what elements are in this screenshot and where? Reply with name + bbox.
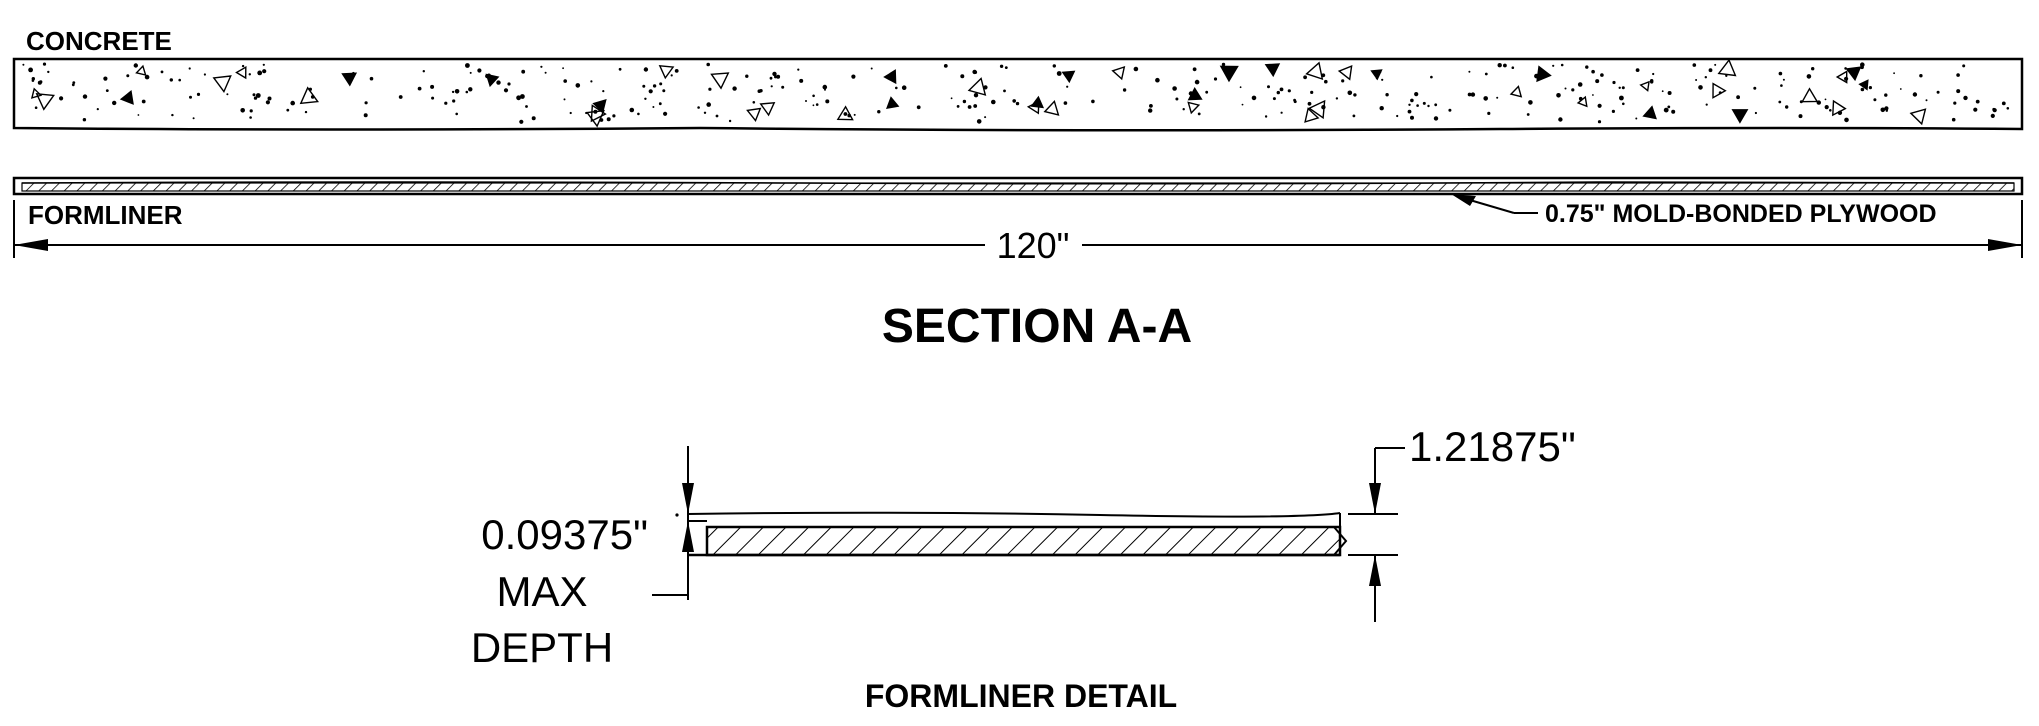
thickness-dimension-label: 1.21875" [1409, 423, 1576, 470]
section-title: SECTION A-A [882, 300, 1192, 353]
thickness-dimension [1348, 447, 1405, 622]
formliner-label: FORMLINER [28, 200, 183, 230]
detail-title: FORMLINER DETAIL [865, 678, 1177, 714]
plywood-label: 0.75" MOLD-BONDED PLYWOOD [1545, 200, 1937, 228]
formliner-strip [12, 176, 2024, 196]
depth-dimension-label: 0.09375" [481, 511, 648, 558]
concrete-slab [12, 57, 2024, 132]
formliner-detail: 1.21875" 0.09375" MAX DEPTH FORMLINER DE… [471, 423, 1576, 714]
concrete-label: CONCRETE [26, 26, 172, 56]
plywood-leader [1451, 194, 1538, 214]
concrete-aggregate [22, 58, 2010, 128]
detail-formliner-section [675, 511, 1348, 557]
depth-note-line1: MAX [496, 568, 587, 615]
length-dimension-label: 120" [997, 225, 1070, 266]
section-a-a: CONCRETE FORMLINER 0.75" MOLD-BONDED PLY… [12, 26, 2024, 353]
depth-note-line2: DEPTH [471, 624, 613, 671]
depth-dimension [652, 446, 694, 600]
length-dimension [13, 200, 2023, 258]
